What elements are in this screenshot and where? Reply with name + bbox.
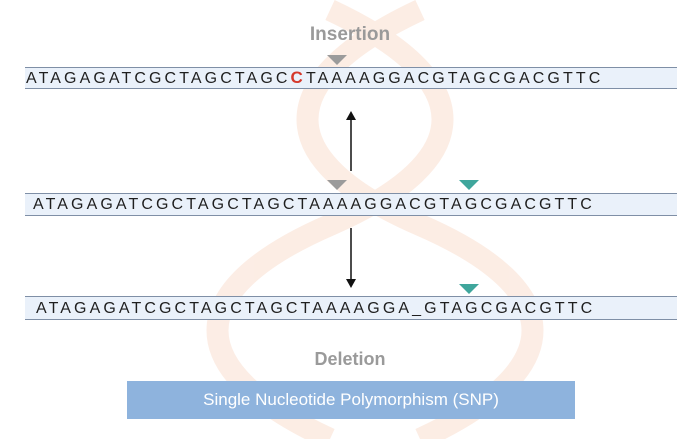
original-sequence-band xyxy=(25,193,677,216)
insertion-marker xyxy=(327,55,347,65)
insertion-sequence-before: ATAGAGATCGCTAGCTAGC xyxy=(26,70,291,87)
insertion-label: Insertion xyxy=(309,24,391,45)
original-insertion-marker xyxy=(327,180,347,190)
deletion-label: Deletion xyxy=(314,349,386,369)
insertion-sequence-band xyxy=(25,67,677,89)
deletion-marker xyxy=(459,284,479,294)
original-sequence: ATAGAGATCGCTAGCTAGCTAAAAGGACGTAGCGACGTTC xyxy=(33,196,595,213)
deletion-sequence: ATAGAGATCGCTAGCTAGCTAAAAGGA_GTAGCGACGTTC xyxy=(36,300,596,317)
insertion-sequence-after: TAAAAGGACGTAGCGACGTTC xyxy=(305,70,604,87)
snp-banner: Single Nucleotide Polymorphism (SNP) xyxy=(127,381,575,419)
original-deletion-marker xyxy=(459,180,479,190)
up-arrow-icon xyxy=(346,111,356,171)
inserted-nucleotide: C xyxy=(290,68,306,87)
insertion-sequence: ATAGAGATCGCTAGCTAGCCTAAAAGGACGTAGCGACGTT… xyxy=(26,68,603,89)
down-arrow-icon xyxy=(346,228,356,288)
deletion-sequence-band xyxy=(25,296,677,320)
